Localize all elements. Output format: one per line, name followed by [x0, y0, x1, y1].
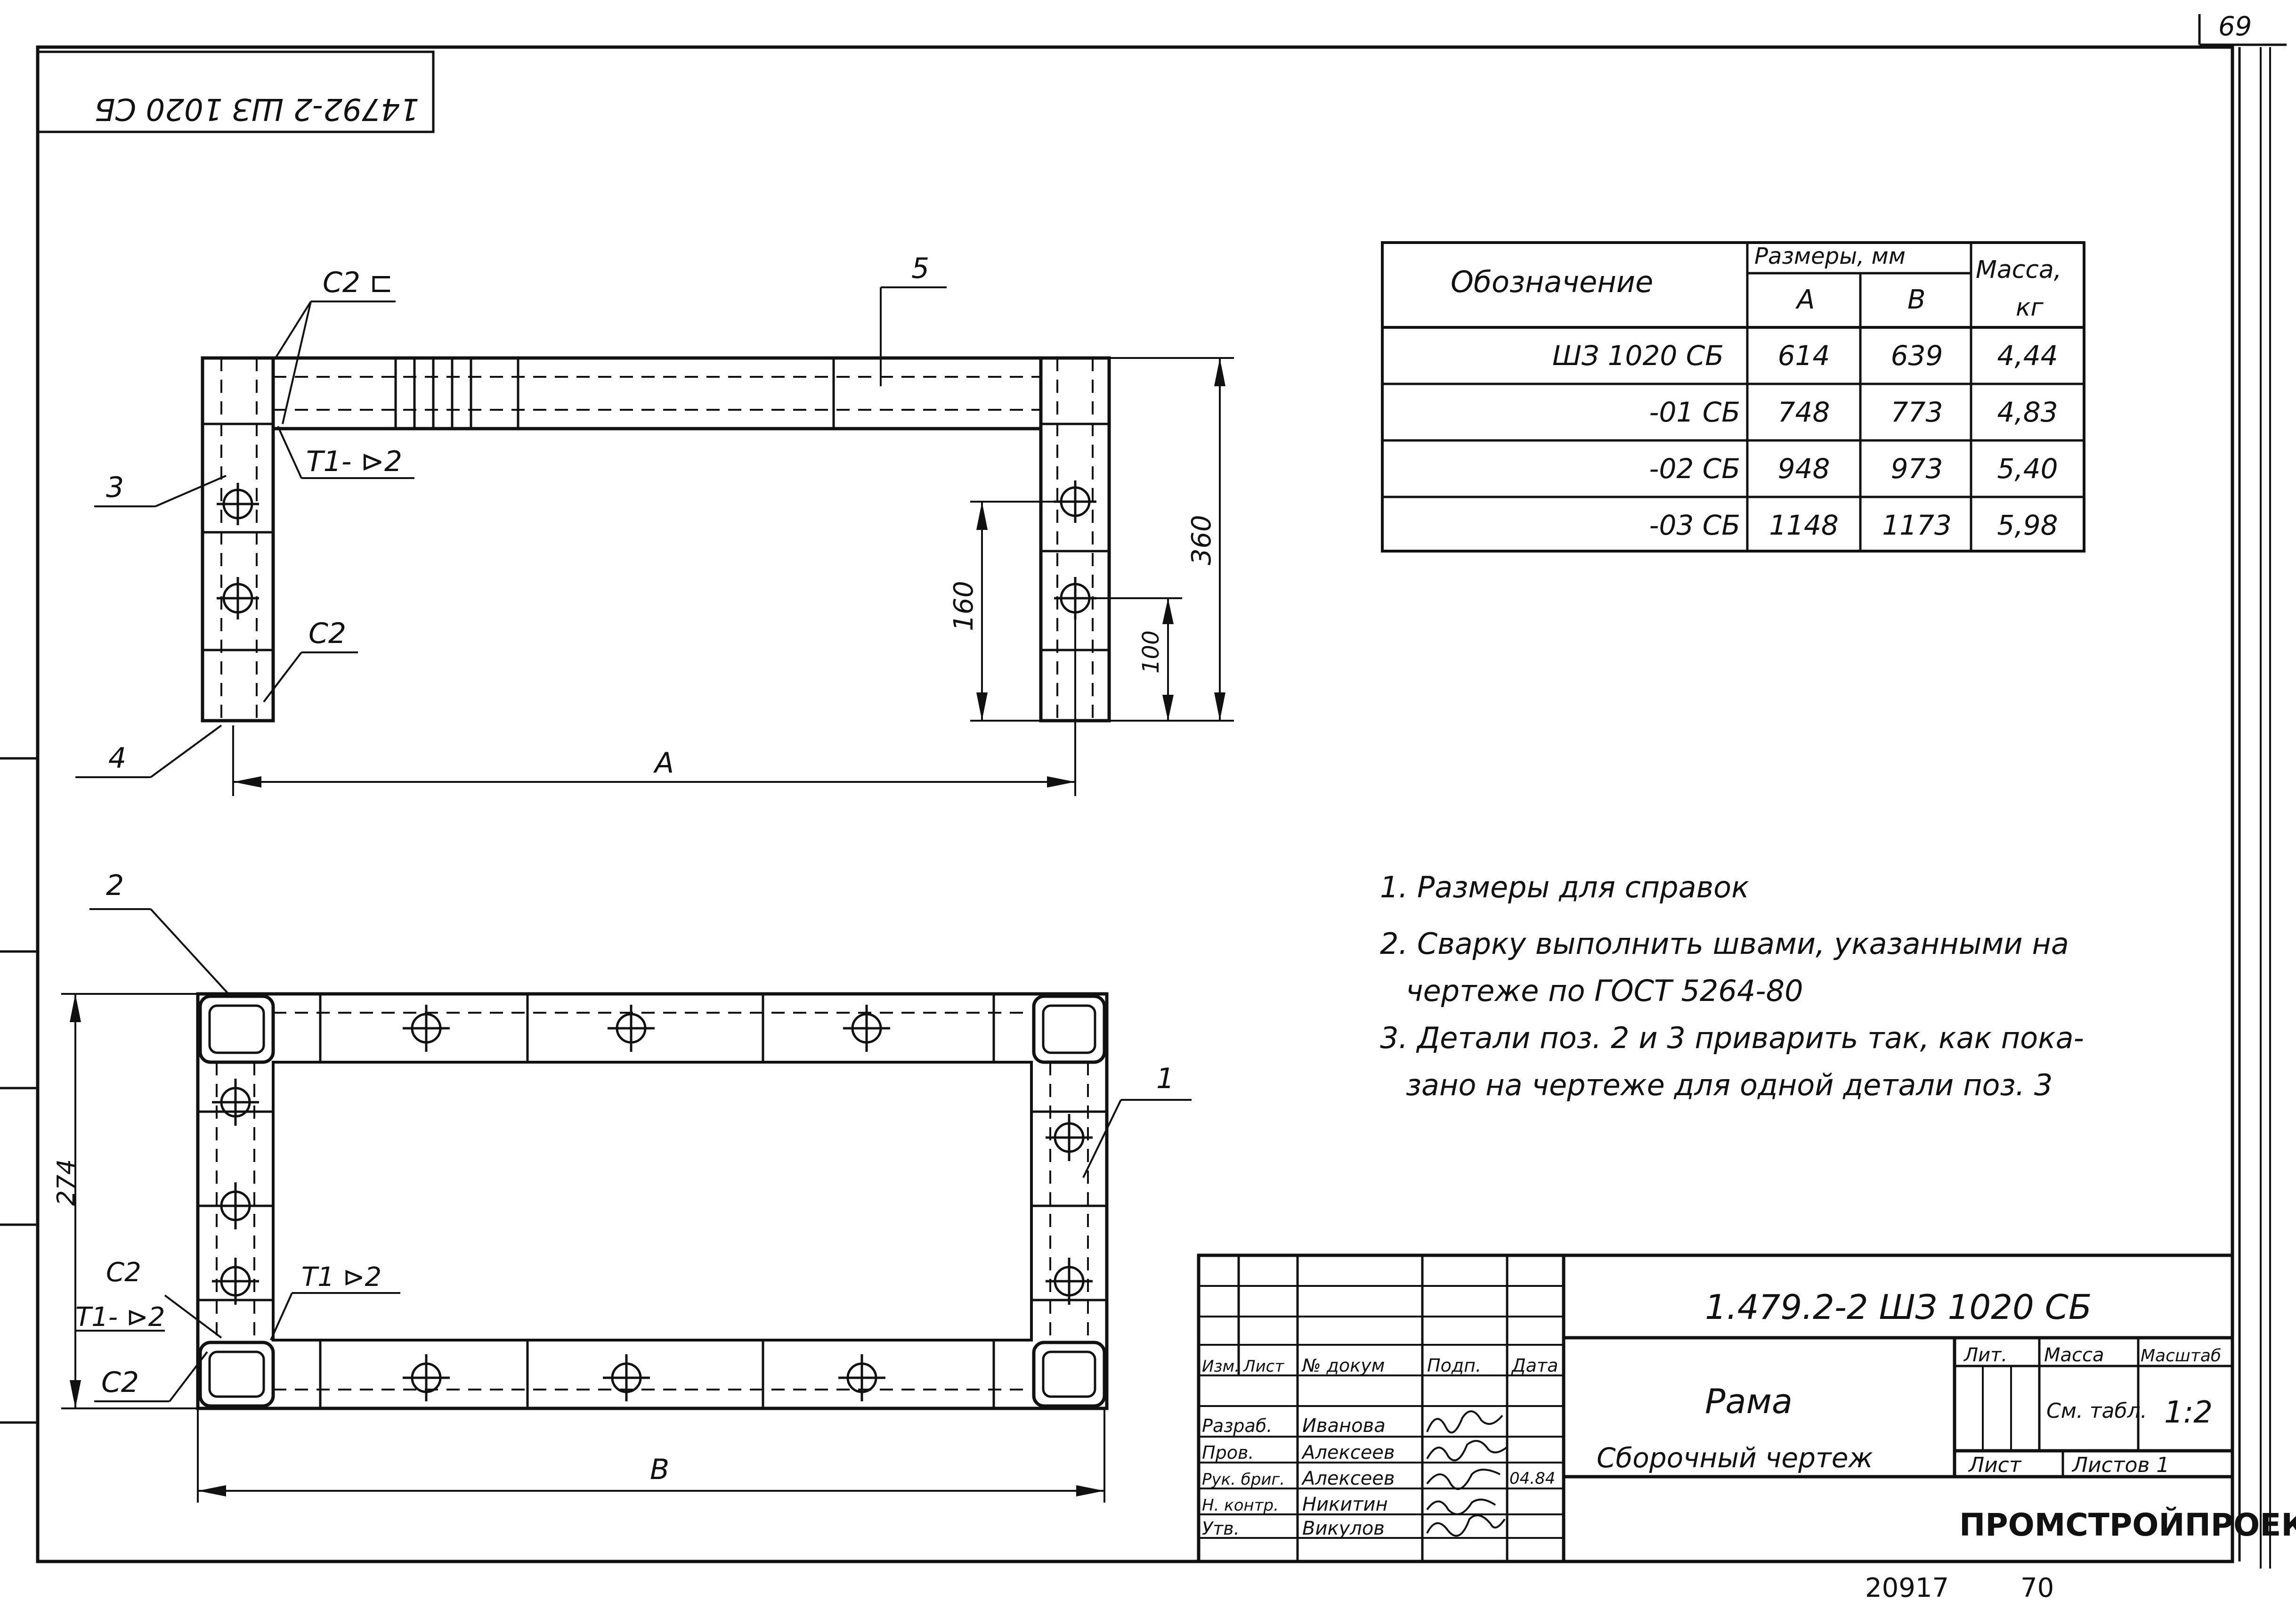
position-label-2: 2: [106, 869, 124, 902]
svg-text:614: 614: [1778, 340, 1830, 372]
title-block-header-sign: Подп.: [1427, 1355, 1481, 1376]
title-block-mass-value: См. табл.: [2046, 1399, 2147, 1423]
weld-label-c2-side: С2: [308, 617, 346, 650]
title-block-header-doc: № докум: [1301, 1355, 1385, 1376]
note-line-3: чертеже по ГОСТ 5264-80: [1406, 974, 1803, 1008]
title-block-code: 1.479.2-2 ШЗ 1020 СБ: [1705, 1287, 2092, 1327]
svg-text:Алексеев: Алексеев: [1301, 1468, 1395, 1489]
position-label-1: 1: [1156, 1062, 1174, 1095]
svg-text:748: 748: [1778, 396, 1830, 428]
weld-label-c2-plan-top: С2: [106, 1257, 141, 1288]
svg-text:Рук. бриг.: Рук. бриг.: [1202, 1470, 1285, 1489]
svg-text:948: 948: [1778, 453, 1830, 485]
svg-text:5,98: 5,98: [1997, 509, 2058, 541]
table-header-mass-unit: кг: [2016, 293, 2044, 322]
svg-text:Алексеев: Алексеев: [1301, 1442, 1395, 1464]
svg-text:773: 773: [1891, 396, 1943, 428]
note-line-2: 2. Сварку выполнить швами, указанными на: [1380, 927, 2069, 961]
weld-label-t1-plan-right: Т1 ⊳2: [301, 1262, 381, 1293]
svg-text:639: 639: [1891, 340, 1943, 372]
position-label-4: 4: [108, 742, 126, 775]
table-header-a: А: [1795, 285, 1815, 315]
table-header-b: В: [1907, 285, 1925, 315]
note-line-5: зано на чертеже для одной детали поз. 3: [1406, 1068, 2053, 1102]
mirrored-drawing-code: 14792-2 ШЗ 1020 СБ: [95, 91, 419, 126]
drawing-subtitle: Сборочный чертеж: [1597, 1442, 1873, 1474]
svg-text:Утв.: Утв.: [1202, 1518, 1240, 1539]
svg-text:Разраб.: Разраб.: [1202, 1415, 1272, 1436]
svg-text:Викулов: Викулов: [1302, 1518, 1385, 1539]
table-row: -02 СБ 948 973 5,40: [1649, 453, 2058, 485]
table-row: -03 СБ 1148 1173 5,98: [1649, 509, 2058, 541]
table-header-designation: Обозначение: [1451, 265, 1653, 299]
svg-text:-01 СБ: -01 СБ: [1649, 396, 1740, 428]
dimension-160: 160: [949, 581, 979, 631]
svg-text:ШЗ 1020 СБ: ШЗ 1020 СБ: [1552, 340, 1724, 372]
weld-label-c2-plan-bottom: С2: [101, 1366, 139, 1399]
title-block-header-list: Лист: [1242, 1357, 1284, 1376]
svg-text:Никитин: Никитин: [1302, 1494, 1388, 1515]
title-block-header-lit: Лит.: [1963, 1344, 2007, 1366]
svg-text:Н. контр.: Н. контр.: [1202, 1496, 1279, 1515]
title-block: 1.479.2-2 ШЗ 1020 СБ Изм. Лист № докум П…: [1197, 1253, 2296, 1563]
title-block-date: 04.84: [1509, 1469, 1555, 1488]
mirrored-code-stamp: [36, 50, 435, 133]
note-line-4: 3. Детали поз. 2 и 3 приварить так, как …: [1380, 1021, 2084, 1055]
table-header-mass: Масса,: [1976, 256, 2061, 284]
side-view: С2 ⊏ 5 Т1- ⊳2 3 С2 4 А 160: [75, 252, 1234, 796]
weld-label-t1-top: Т1- ⊳2: [306, 445, 402, 478]
plan-view: 2 1 С2 Т1- ⊳2 Т1 ⊳2 С2 В 274: [52, 869, 1192, 1503]
svg-text:973: 973: [1891, 453, 1943, 485]
sheet-frame: [36, 45, 2234, 1563]
svg-text:-03 СБ: -03 СБ: [1649, 509, 1740, 541]
notes: 1. Размеры для справок 2. Сварку выполни…: [1380, 870, 2084, 1102]
title-block-header-date: Дата: [1511, 1355, 1558, 1376]
spec-table: Обозначение Размеры, мм А В Масса, кг ШЗ…: [1381, 241, 2085, 553]
title-block-header-sheet: Лист: [1968, 1453, 2022, 1477]
table-row: -01 СБ 748 773 4,83: [1649, 396, 2058, 428]
weld-label-t1-plan-left: Т1- ⊳2: [75, 1302, 165, 1333]
position-label-3: 3: [106, 471, 124, 504]
svg-text:4,83: 4,83: [1997, 396, 2058, 428]
title-block-roles: Разраб. Иванова Пров. Алексеев Рук. бриг…: [1202, 1415, 1395, 1539]
note-line-1: 1. Размеры для справок: [1380, 870, 1749, 904]
dimension-274: 274: [52, 1159, 81, 1206]
table-row: ШЗ 1020 СБ 614 639 4,44: [1552, 340, 2058, 372]
title-block-scale-value: 1:2: [2164, 1395, 2213, 1430]
drawing-title: Рама: [1705, 1382, 1793, 1421]
weld-label-c2-channel: С2 ⊏: [323, 266, 393, 299]
archive-suffix: 70: [2020, 1573, 2054, 1603]
dimension-100: 100: [1138, 630, 1164, 674]
title-block-header-izm: Изм.: [1202, 1357, 1240, 1376]
table-header-dimensions: Размеры, мм: [1754, 243, 1906, 269]
title-block-header-scale: Масштаб: [2141, 1346, 2221, 1366]
position-label-5: 5: [911, 252, 929, 285]
page-number: 69: [2218, 11, 2252, 42]
svg-text:1173: 1173: [1882, 509, 1952, 541]
dimension-B: В: [650, 1453, 669, 1486]
title-block-header-mass: Масса: [2044, 1344, 2104, 1366]
archive-number: 20917: [1865, 1573, 1949, 1603]
title-block-header-sheets: Листов 1: [2071, 1453, 2169, 1477]
svg-text:5,40: 5,40: [1997, 453, 2058, 485]
signatures: [1426, 1410, 1508, 1537]
dimension-A: А: [653, 747, 674, 780]
svg-text:Иванова: Иванова: [1302, 1415, 1386, 1437]
svg-text:-02 СБ: -02 СБ: [1649, 453, 1740, 485]
organization-name: ПРОМСТРОЙПРОЕКТ: [1959, 1506, 2296, 1543]
svg-text:Пров.: Пров.: [1202, 1442, 1254, 1463]
dimension-360: 360: [1186, 515, 1217, 565]
svg-text:1148: 1148: [1769, 509, 1839, 541]
svg-text:4,44: 4,44: [1997, 340, 2058, 372]
